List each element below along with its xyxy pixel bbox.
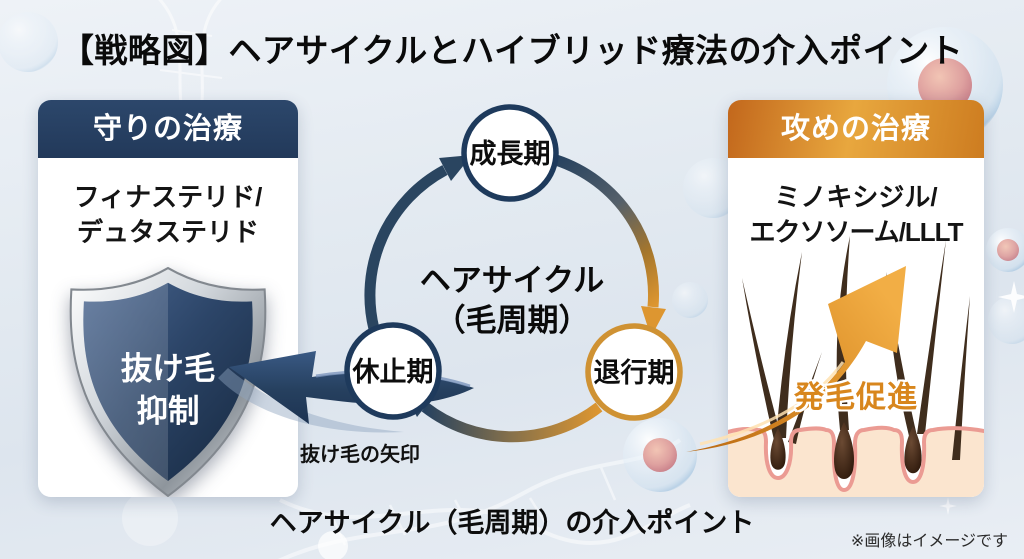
- offense-drugs-line1: ミノキシジル/: [774, 182, 938, 212]
- defense-card: 守りの治療 フィナステリド/ デュタステリド: [38, 100, 298, 497]
- hair-follicle: [834, 422, 854, 479]
- shield-label-line2: 抑制: [136, 393, 199, 429]
- cycle-title-line2: （毛周期）: [434, 303, 590, 338]
- skin-line: [728, 425, 984, 493]
- shedding-arrow-label: 抜け毛の矢印: [300, 444, 420, 466]
- offense-drugs: ミノキシジル/ エクソソーム/LLLT: [728, 180, 984, 250]
- shield-face-highlight: [83, 282, 253, 482]
- defense-drugs-line2: デュタステリド: [76, 217, 259, 247]
- defense-drugs: フィナステリド/ デュタステリド: [38, 180, 298, 250]
- offense-card-header-label: 攻めの治療: [780, 113, 931, 145]
- cycle-node-rest-label: 休止期: [352, 357, 434, 387]
- shield-icon: 抜け毛 抑制: [69, 266, 267, 497]
- defense-card-header-label: 守りの治療: [92, 113, 243, 145]
- shield-label-line1: 抜け毛: [121, 350, 216, 386]
- cycle-arrowhead-to-rest: [404, 391, 433, 417]
- image-disclaimer-note: ※画像はイメージです: [850, 533, 1008, 550]
- hair-strands-icon: [742, 236, 970, 460]
- cycle-node-growth: 成長期: [461, 104, 559, 202]
- cycle-node-growth-label: 成長期: [470, 139, 551, 169]
- defense-drugs-line1: フィナステリド/: [73, 182, 263, 212]
- cell-bubble-icon: [623, 418, 697, 492]
- cycle-arrowhead-to-regression: [641, 306, 666, 337]
- cycle-arrowhead-to-growth: [439, 155, 472, 181]
- offense-card-body: ミノキシジル/ エクソソーム/LLLT: [728, 158, 984, 497]
- cycle-title: ヘアサイクル （毛周期）: [382, 261, 642, 341]
- shedding-arrow-highlight: [315, 370, 471, 388]
- page-title: 【戦略図】ヘアサイクルとハイブリッド療法の介入ポイント: [60, 32, 964, 69]
- cycle-node-regression-label: 退行期: [594, 357, 675, 388]
- growth-promotion-label: 発毛促進: [794, 381, 918, 414]
- offense-card: 攻めの治療: [728, 100, 984, 497]
- cycle-node-growth-circle: [461, 104, 559, 202]
- hair-follicle: [904, 426, 922, 474]
- defense-card-header: 守りの治療: [38, 100, 298, 158]
- offense-drugs-line2: エクソソーム/LLLT: [749, 217, 963, 247]
- offense-card-header: 攻めの治療: [728, 100, 984, 158]
- cell-bubble-icon: [986, 228, 1024, 272]
- hair-strand: [917, 240, 946, 434]
- cycle-title-line1: ヘアサイクル: [419, 263, 605, 298]
- cycle-arc-regression-to-rest: [421, 402, 603, 443]
- hair-strand: [952, 296, 970, 460]
- defense-card-body: フィナステリド/ デュタステリド: [38, 158, 298, 497]
